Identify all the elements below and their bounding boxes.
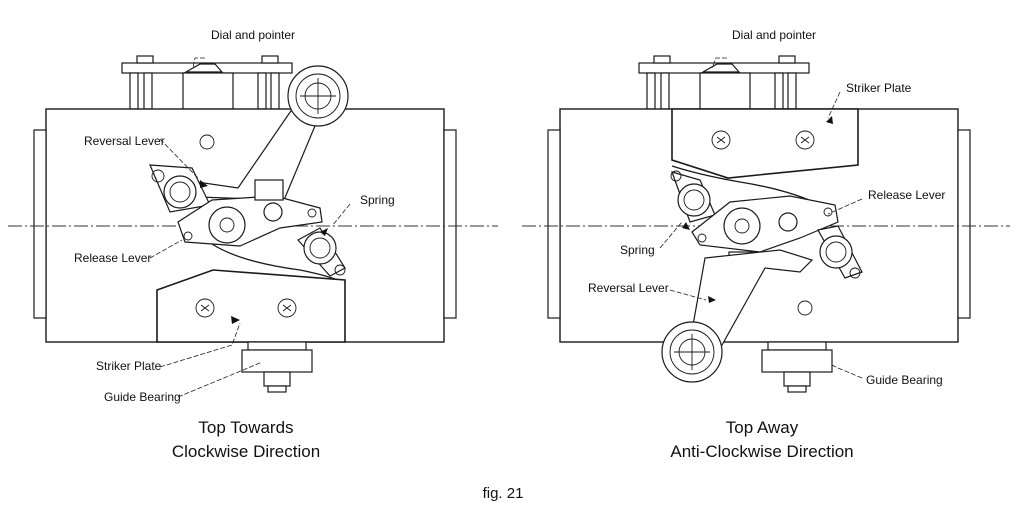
right-guide-bearing xyxy=(761,341,833,393)
right-guide-bearing-label: Guide Bearing xyxy=(866,373,943,387)
left-spring-label: Spring xyxy=(360,193,395,207)
left-guide-bearing-label: Guide Bearing xyxy=(104,390,181,404)
left-dial-assembly xyxy=(121,55,293,110)
left-caption-line2: Clockwise Direction xyxy=(172,442,320,461)
right-mechanism xyxy=(522,55,1010,393)
left-reversal-lever-label: Reversal Lever xyxy=(84,134,165,148)
right-dial-label: Dial and pointer xyxy=(732,28,816,42)
left-release-lever xyxy=(177,179,323,247)
right-striker-plate xyxy=(671,108,859,179)
left-guide-bearing xyxy=(241,341,313,393)
left-spring-upper xyxy=(149,164,211,213)
right-release-lever-label: Release Lever xyxy=(868,188,945,202)
left-spring-lower xyxy=(297,227,346,277)
left-striker-plate xyxy=(156,269,346,343)
figure-label: fig. 21 xyxy=(483,485,524,502)
right-dial-assembly xyxy=(638,55,810,110)
left-reversal-lever xyxy=(169,65,349,201)
left-striker-plate-label: Striker Plate xyxy=(96,359,162,373)
right-reversal-lever xyxy=(661,249,814,383)
left-mechanism xyxy=(8,55,498,393)
right-striker-plate-label: Striker Plate xyxy=(846,81,912,95)
left-dial-label: Dial and pointer xyxy=(211,28,295,42)
left-leaders xyxy=(149,57,351,398)
right-caption-line2: Anti-Clockwise Direction xyxy=(670,442,853,461)
right-spring-label: Spring xyxy=(620,243,655,257)
right-spring-left xyxy=(670,170,716,223)
right-reversal-lever-label: Reversal Lever xyxy=(588,281,669,295)
right-spring-right xyxy=(817,225,863,279)
right-leaders xyxy=(659,57,863,379)
left-release-lever-label: Release Lever xyxy=(74,251,151,265)
left-caption-line1: Top Towards xyxy=(198,418,293,437)
right-caption-line1: Top Away xyxy=(726,418,799,437)
